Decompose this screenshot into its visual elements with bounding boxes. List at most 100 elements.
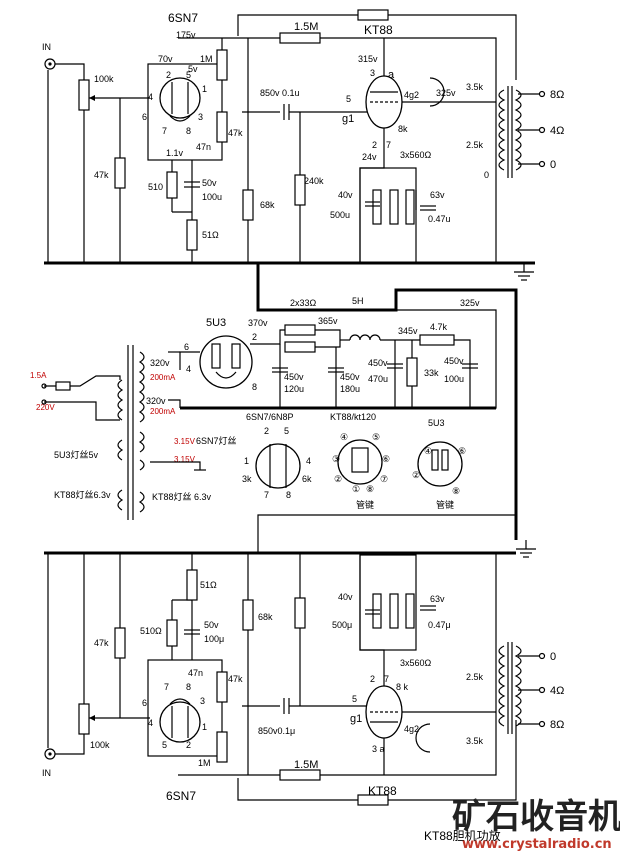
psu-choke-label: 5H <box>352 296 364 306</box>
psu-c-450-470-a: 450v <box>368 358 388 368</box>
svg-text:1: 1 <box>244 456 249 466</box>
pinout-5u3-plate-a <box>431 449 439 471</box>
svg-text:8: 8 <box>186 682 191 692</box>
bottom-volume-pot[interactable] <box>78 703 90 735</box>
footer-brand-cn: 矿石收音机 <box>452 797 620 837</box>
bottom-r-1m5-label: 1.5M <box>294 759 318 771</box>
bottom-driver-box <box>147 659 223 757</box>
svg-text:4g2: 4g2 <box>404 90 419 100</box>
bottom-out-8: 8Ω <box>550 719 564 731</box>
bottom-c-500u: 500μ <box>332 620 352 630</box>
top-pot-label: 100k <box>94 74 114 84</box>
psu-mains-terminal-b[interactable] <box>41 399 47 405</box>
top-r-3x560: 3x560Ω <box>400 150 432 160</box>
top-c-63v: 63v <box>430 190 445 200</box>
bottom-out-4-terminal[interactable] <box>538 686 546 694</box>
psu-c-450-180-a: 450v <box>340 372 360 382</box>
psu-heater-6sn7-b: 3.15V <box>174 455 196 464</box>
footer-brand-url: www.crystalradio.cn <box>462 837 612 852</box>
top-c-047: 0.47u <box>428 214 451 224</box>
bottom-pot-label: 100k <box>90 740 110 750</box>
bottom-out-8-terminal[interactable] <box>538 720 546 728</box>
psu-c-450-100-a: 450v <box>444 356 464 366</box>
top-out-8-terminal[interactable] <box>538 90 546 98</box>
psu-heater-5u3: 5U3灯丝5v <box>54 449 99 460</box>
bottom-c-40v: 40v <box>338 592 353 602</box>
top-v-315: 315v <box>358 54 378 64</box>
svg-text:3: 3 <box>198 112 203 122</box>
top-r-68k <box>242 189 254 221</box>
psu-5u3-plate-a <box>211 343 221 369</box>
svg-text:3: 3 <box>370 68 375 78</box>
top-power-tube-label: KT88 <box>364 23 393 37</box>
footer-title: KT88胆机功放 <box>424 828 501 843</box>
bottom-cathode-array <box>359 554 417 651</box>
top-volume-pot[interactable] <box>78 79 90 111</box>
top-v-175: 175v <box>176 30 196 40</box>
psu-r-33k-label: 33k <box>424 368 439 378</box>
bottom-r-47k-in <box>114 627 126 659</box>
top-c-100u: 100u <box>202 192 222 202</box>
bottom-r-3x560: 3x560Ω <box>400 658 432 668</box>
svg-text:2: 2 <box>372 140 377 150</box>
top-c-50v: 50v <box>202 178 217 188</box>
svg-text:8k: 8k <box>398 124 408 134</box>
psu-5u3-plate-b <box>231 343 241 369</box>
svg-text:2: 2 <box>252 332 257 342</box>
svg-text:7: 7 <box>162 126 167 136</box>
psu-heater-6sn7-label: 6SN7灯丝 <box>196 435 237 446</box>
top-v-1-1: 1.1v <box>166 148 184 158</box>
bottom-feedback-resistor <box>357 794 389 806</box>
svg-text:⑥: ⑥ <box>458 446 466 456</box>
svg-text:a: a <box>388 69 395 81</box>
psu-heater-6sn7-a: 3.15V <box>174 437 196 446</box>
svg-text:2: 2 <box>186 740 191 750</box>
bottom-r-1m-label: 1M <box>198 758 211 768</box>
top-6sn7-tube <box>159 77 201 119</box>
svg-text:5: 5 <box>186 70 191 80</box>
psu-pinout-5u3: 5U3 <box>428 418 445 428</box>
top-r-47k-in-label: 47k <box>94 170 109 180</box>
top-out-4: 4Ω <box>550 125 564 137</box>
svg-text:6k: 6k <box>302 474 312 484</box>
top-r-240k <box>294 174 306 206</box>
top-r-47k-k <box>216 111 228 143</box>
bottom-power-tube-label: KT88 <box>368 784 397 798</box>
pinout-5u3-socket <box>417 441 463 487</box>
top-out-0-terminal[interactable] <box>538 160 546 168</box>
svg-text:8: 8 <box>252 382 257 392</box>
bottom-r-47k-k <box>216 671 228 703</box>
bottom-c-850: 850v0.1μ <box>258 726 295 736</box>
bottom-c-100u: 100μ <box>204 634 224 644</box>
svg-text:7: 7 <box>164 682 169 692</box>
psu-pinout-6sn7: 6SN7/6N8P <box>246 412 294 422</box>
top-r-47k-in <box>114 157 126 189</box>
top-c-47n: 47n <box>196 142 211 152</box>
psu-r-4k7 <box>419 334 455 346</box>
bottom-r-510 <box>166 619 178 647</box>
svg-text:7: 7 <box>386 140 391 150</box>
bottom-cathode-r2 <box>389 593 399 629</box>
pinout-6sn7-socket <box>255 443 301 489</box>
bottom-in-label: IN <box>42 768 51 778</box>
psu-r-33k <box>406 357 418 387</box>
svg-text:5: 5 <box>162 740 167 750</box>
psu-c-450-180-b: 180u <box>340 384 360 394</box>
top-out-8: 8Ω <box>550 89 564 101</box>
psu-r-4k7-label: 4.7k <box>430 322 448 332</box>
psu-r-2x33: 2x33Ω <box>290 298 317 308</box>
svg-text:6: 6 <box>142 698 147 708</box>
bottom-r-47k-k-label: 47k <box>228 674 243 684</box>
bottom-r-1m <box>216 731 228 763</box>
top-c-500u: 500u <box>330 210 350 220</box>
psu-ground-symbol <box>516 540 536 558</box>
bottom-out-0-terminal[interactable] <box>538 652 546 660</box>
top-out-4-terminal[interactable] <box>538 126 546 134</box>
psu-ma-200a: 200mA <box>150 373 176 382</box>
psu-fuse: 1.5A <box>30 371 47 380</box>
top-r-510 <box>166 171 178 199</box>
bottom-c-50v: 50v <box>204 620 219 630</box>
svg-text:①: ① <box>352 484 360 494</box>
psu-mains-terminal-a[interactable] <box>41 383 47 389</box>
psu-heater-kt88-r: KT88灯丝 6.3v <box>152 491 212 502</box>
